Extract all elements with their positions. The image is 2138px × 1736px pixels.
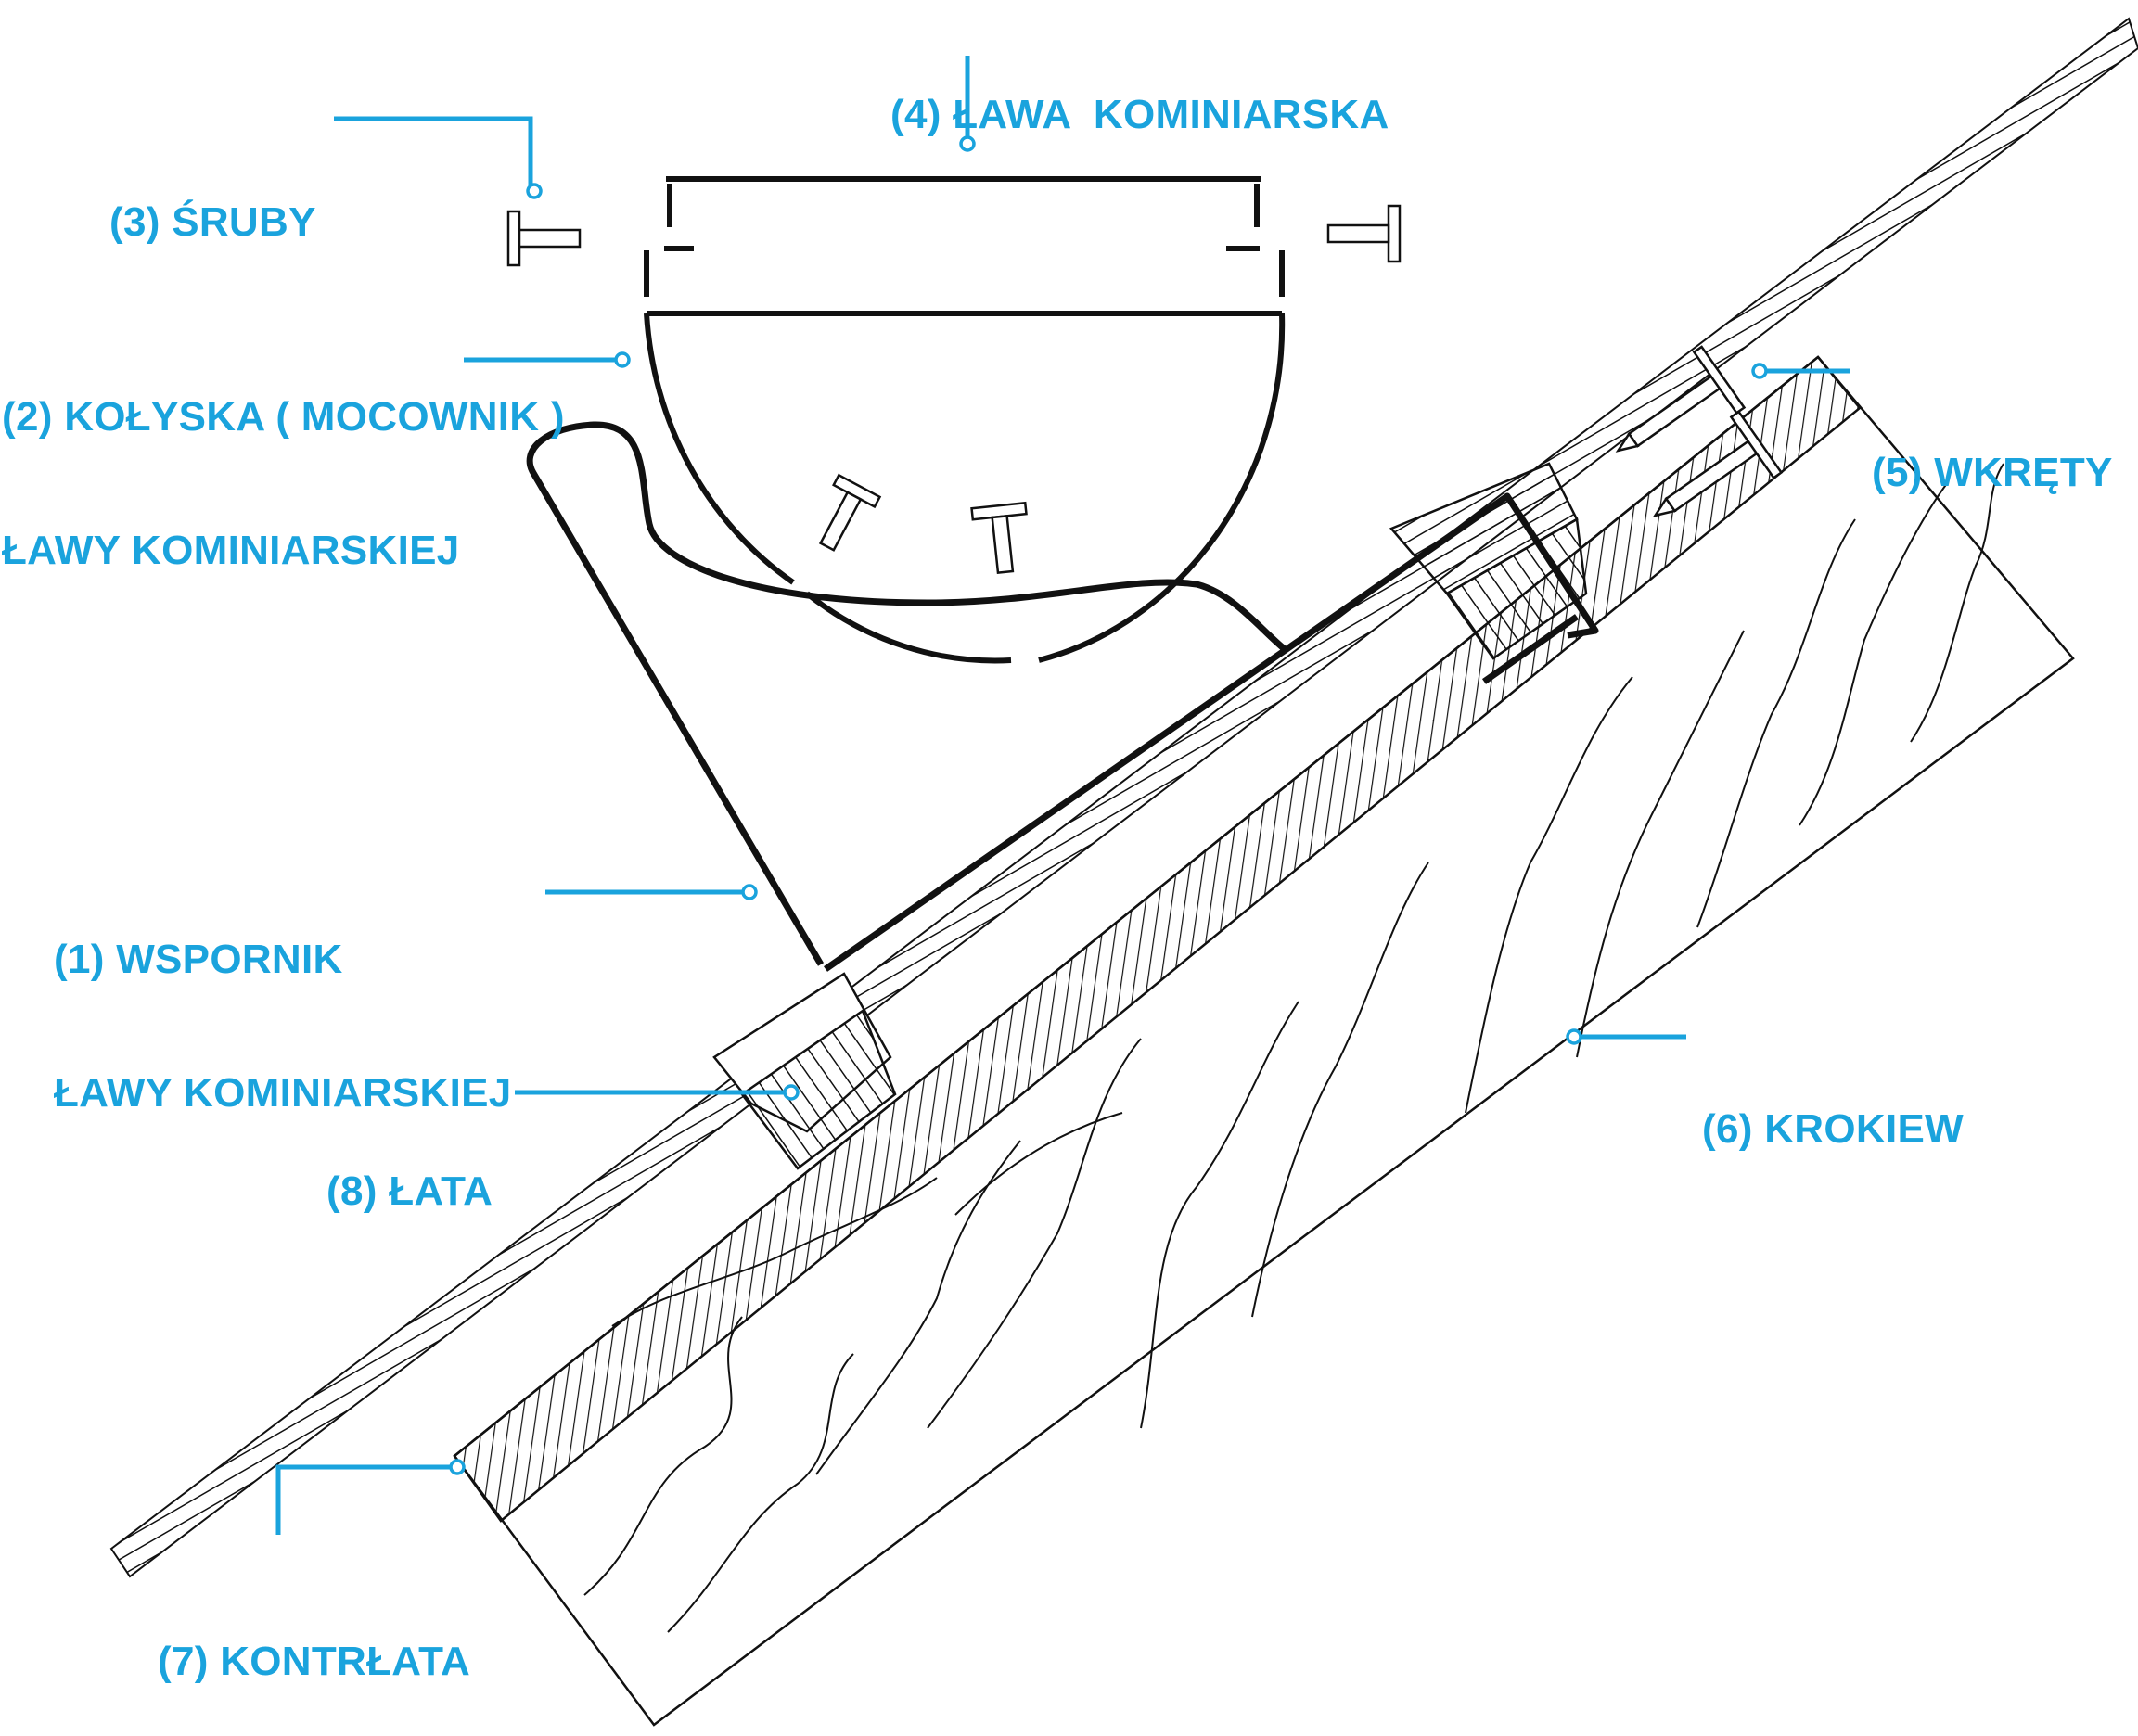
label-krokiew-text: (6) KROKIEW xyxy=(1702,1106,1964,1152)
label-lawa-kominiarska: (4) ŁAWA KOMINIARSKA xyxy=(890,4,1389,226)
label-wkrety: (5) WKRĘTY xyxy=(1872,362,2113,584)
leader-kontrlata xyxy=(275,1464,454,1535)
label-wspornik-line1: (1) WSPORNIK xyxy=(54,937,343,982)
bolt-cradle-right xyxy=(970,501,1028,575)
cradle-kolyska xyxy=(644,250,1286,664)
bolt-head-left xyxy=(506,210,521,267)
label-kolyska-line1: (2) KOŁYSKA ( MOCOWNIK ) xyxy=(2,394,565,440)
screw-upper xyxy=(1615,345,1747,453)
bolt-cradle-left xyxy=(818,473,882,552)
label-lata: (8) ŁATA xyxy=(326,1080,493,1303)
label-wspornik: (1) WSPORNIK ŁAWY KOMINIARSKIEJ xyxy=(54,849,512,1205)
bolts-sruby xyxy=(506,204,1402,575)
label-wkrety-text: (5) WKRĘTY xyxy=(1872,450,2113,495)
label-kolyska-line2: ŁAWY KOMINIARSKIEJ xyxy=(2,528,460,573)
bolt-shank-right xyxy=(1326,223,1390,244)
leader-dots xyxy=(449,135,1768,1475)
leader-sruby xyxy=(334,116,533,185)
label-kolyska: (2) KOŁYSKA ( MOCOWNIK ) ŁAWY KOMINIARSK… xyxy=(2,306,565,662)
label-lawa-text: (4) ŁAWA KOMINIARSKA xyxy=(890,92,1389,137)
bolt-shank-left xyxy=(518,228,582,249)
label-kontrlata: (7) KONTRŁATA xyxy=(158,1551,470,1736)
label-wspornik-line2: ŁAWY KOMINIARSKIEJ xyxy=(54,1070,512,1116)
label-sruby: (3) ŚRUBY xyxy=(109,111,316,334)
chimney-bench-lawa xyxy=(664,176,1261,251)
label-lata-text: (8) ŁATA xyxy=(326,1168,493,1214)
label-sruby-text: (3) ŚRUBY xyxy=(109,199,316,245)
batten-lata-upper xyxy=(1389,462,1588,660)
screws-wkrety xyxy=(1615,345,1784,517)
label-kontrlata-text: (7) KONTRŁATA xyxy=(158,1639,471,1684)
screw-lower xyxy=(1652,410,1784,517)
label-krokiew: (6) KROKIEW xyxy=(1702,1018,1964,1241)
bolt-head-right xyxy=(1387,204,1402,263)
leader-lines xyxy=(275,56,1850,1535)
bench-support-bracket-wspornik xyxy=(526,421,1599,972)
